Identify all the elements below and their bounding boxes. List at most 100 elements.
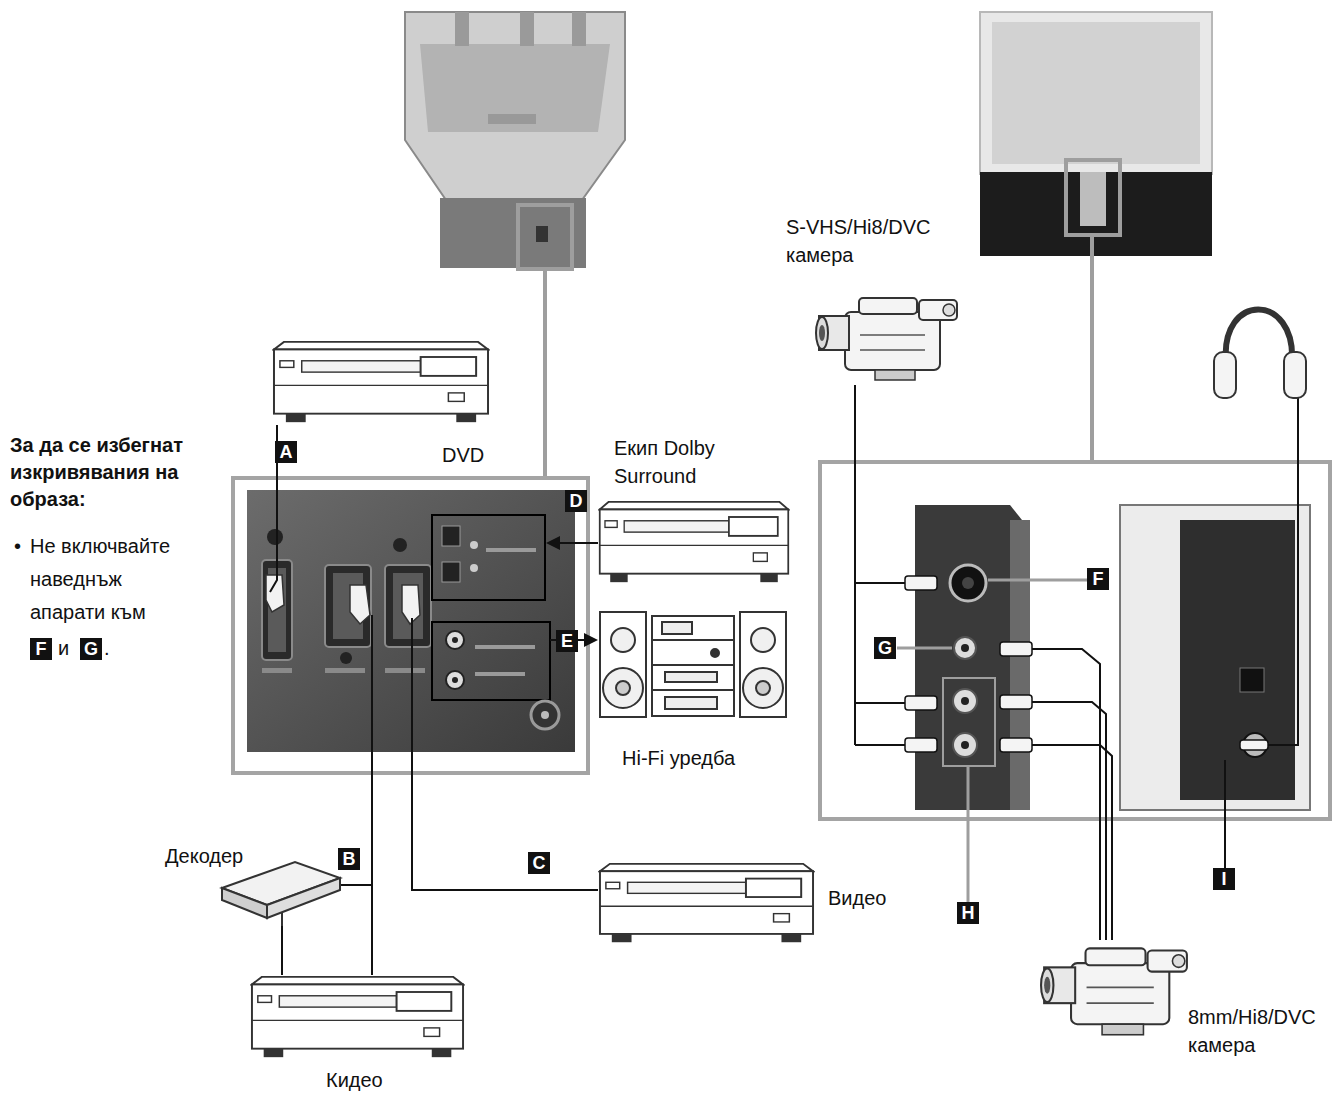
device-caption: S-VHS/Hi8/DVC камера [786,213,962,269]
hifi-illustration [711,649,719,657]
leader-line [1224,760,1226,868]
front-panel [961,741,969,749]
rear-panel [541,711,549,719]
device-caption: 8mm/Hi8/DVC камера [1188,1003,1338,1059]
cable [855,582,905,584]
decoder-illustration [222,888,267,918]
leader-line [897,580,1225,902]
front-panel [1180,520,1295,800]
front-panel [953,689,977,713]
tv-rear-view [440,198,586,268]
tv-front-view [1080,172,1106,226]
rear-panel [470,541,478,549]
callout-letter: D [565,490,587,512]
hifi-illustration [616,681,630,695]
front-panel [820,462,1330,819]
callout-letter: B [338,848,360,870]
tv-front-view [1066,160,1120,235]
leader-line [897,647,952,650]
hifi-illustration [611,628,635,652]
hifi-illustration [665,672,717,682]
rear-panel [442,562,460,582]
callout-letter: I [1213,868,1235,890]
tv-front-view [980,172,1212,256]
device-illustration [816,298,957,380]
note-heading: За да се избегнат изкривявания на образа… [10,432,225,513]
device-illustration [600,502,789,582]
tv-rear-view [518,205,572,269]
rear-panel [325,668,365,673]
rear-panel [266,575,284,612]
note-text: • [14,530,21,563]
cable [1032,702,1106,940]
front-panel [915,505,1030,810]
front-panel [961,697,969,705]
hifi-illustration [740,612,786,717]
hifi-illustration [751,628,775,652]
cable [1032,745,1112,940]
front-panel [953,733,977,757]
hifi-illustration [662,622,692,634]
tv-front-view [992,22,1200,164]
signal-arrow [556,542,598,544]
rear-panel [432,515,545,600]
cable [1268,398,1298,745]
rear-panel [446,631,464,649]
hifi-illustration [652,616,734,716]
hifi-illustration [665,697,717,709]
front-panel [950,565,986,601]
rca-plug [905,576,937,590]
rear-panel [350,585,370,624]
device-node: DVD [272,340,490,425]
rear-panel [233,478,588,773]
device-caption: DVD [442,441,484,469]
headphones [1284,352,1306,398]
rear-panel [470,564,478,572]
tv-rear-view [488,114,536,124]
device-illustration [274,342,488,422]
device-node: Кидео [250,975,465,1060]
tv-front-view [1090,237,1094,462]
hifi-illustration [603,668,643,708]
decoder-illustration [281,912,283,926]
rear-panel [432,622,550,700]
front-panel [1010,520,1030,810]
callout-letter: G [80,638,102,660]
rear-panel [446,671,464,689]
callout-letter: A [275,441,297,463]
callout-letter: H [957,902,979,924]
rca-plug [905,738,937,752]
front-panel [820,462,1330,819]
headphones [1214,352,1236,398]
leader-line [988,579,1087,582]
front-panel [962,577,974,589]
hifi-illustration [743,668,783,708]
note-text: . [104,632,110,665]
device-node: Екип Dolby Surround [598,500,790,585]
headphones [1226,310,1292,363]
cable [855,702,905,704]
cable [1032,649,1100,940]
rear-panel [393,573,423,639]
rear-panel [385,668,425,673]
note-text: Не включвайте наведнъж апарати към [30,530,198,629]
decoder-illustration [267,878,340,918]
device-illustration [252,977,463,1057]
rear-panel [262,668,292,673]
rca-plug [1000,642,1032,656]
front-panel [943,678,995,766]
device-node: Hi-Fi уредба [598,605,786,720]
callout-letter: E [556,630,578,652]
tv-rear-view [420,44,610,132]
front-panel [954,637,976,659]
hifi-illustration [652,689,734,691]
cable [412,618,598,890]
tv-front-view [980,12,1212,174]
rear-panel [531,701,559,729]
front-panel [1120,505,1310,810]
device-node: Декодер [222,860,342,926]
signal-arrow [584,633,598,647]
